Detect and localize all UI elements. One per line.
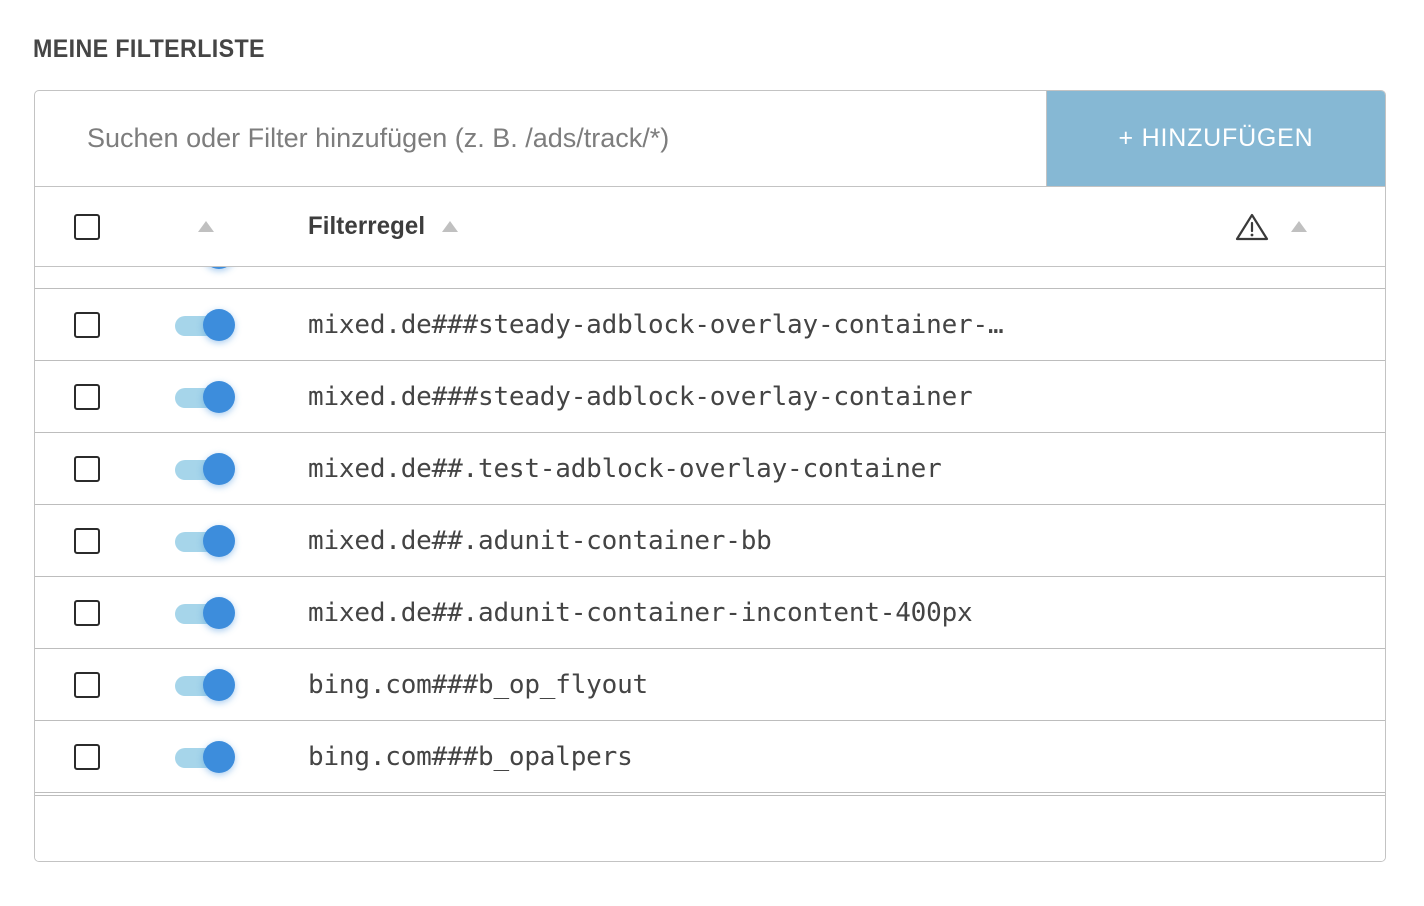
table-row[interactable]: mixed.de###steady-adblock-overlay-contai… bbox=[35, 289, 1385, 361]
row-toggle-cell bbox=[139, 380, 273, 413]
row-toggle-cell bbox=[139, 668, 273, 701]
row-select-cell bbox=[35, 527, 139, 554]
row-select-cell bbox=[35, 671, 139, 698]
row-rule-cell: mixed.de###steady-adblock-overlay-contai… bbox=[273, 382, 1225, 412]
row-rule-cell: bing.com###b_opalpers bbox=[273, 742, 1225, 772]
page-title: MEINE FILTERLISTE bbox=[33, 35, 265, 63]
toggle-sort-ascending-icon[interactable] bbox=[198, 221, 214, 232]
search-input[interactable] bbox=[87, 123, 1046, 154]
search-bar-row: + HINZUFÜGEN bbox=[35, 91, 1385, 187]
row-enable-toggle[interactable] bbox=[175, 740, 237, 773]
row-checkbox[interactable] bbox=[74, 599, 100, 626]
toggle-knob bbox=[203, 596, 235, 629]
rule-text: bing.com###b_op_flyout bbox=[308, 669, 648, 700]
search-input-container[interactable] bbox=[35, 91, 1047, 186]
rule-column-label: Filterregel bbox=[308, 212, 426, 240]
table-row-partial[interactable] bbox=[35, 267, 1385, 289]
row-checkbox[interactable] bbox=[74, 527, 100, 554]
row-enable-toggle[interactable] bbox=[175, 668, 237, 701]
filter-rows-scroll-area[interactable]: mixed.de###steady-adblock-overlay-contai… bbox=[35, 267, 1385, 795]
add-filter-button[interactable]: + HINZUFÜGEN bbox=[1047, 91, 1385, 186]
rule-text: mixed.de##.adunit-container-incontent-40… bbox=[308, 597, 973, 628]
table-row[interactable]: mixed.de##.adunit-container-bb bbox=[35, 505, 1385, 577]
table-row[interactable]: bing.com###b_opalpers bbox=[35, 721, 1385, 793]
table-header-row: Filterregel bbox=[35, 187, 1385, 267]
toggle-knob bbox=[203, 267, 235, 269]
table-row[interactable]: mixed.de###steady-adblock-overlay-contai… bbox=[35, 361, 1385, 433]
rule-text: bing.com###b_opalpers bbox=[308, 741, 633, 772]
row-enable-toggle[interactable] bbox=[175, 380, 237, 413]
row-toggle-cell bbox=[139, 740, 273, 773]
row-checkbox[interactable] bbox=[74, 383, 100, 410]
toggle-column-header bbox=[139, 221, 273, 232]
row-checkbox[interactable] bbox=[74, 455, 100, 482]
row-select-cell bbox=[35, 311, 139, 338]
row-toggle-cell bbox=[139, 452, 273, 485]
row-enable-toggle[interactable] bbox=[175, 524, 237, 557]
row-enable-toggle[interactable] bbox=[175, 308, 237, 341]
toggle-knob bbox=[203, 308, 235, 341]
rule-text: mixed.de###steady-adblock-overlay-contai… bbox=[308, 309, 1004, 340]
rule-sort-ascending-icon[interactable] bbox=[441, 221, 458, 232]
warning-triangle-icon bbox=[1235, 212, 1269, 242]
warning-column-header bbox=[1225, 212, 1385, 242]
row-rule-cell: mixed.de##.adunit-container-bb bbox=[273, 526, 1225, 556]
row-rule-cell: mixed.de###steady-adblock-overlay-contai… bbox=[273, 310, 1225, 340]
row-rule-cell: mixed.de##.adunit-container-incontent-40… bbox=[273, 598, 1225, 628]
rule-text: mixed.de##.adunit-container-bb bbox=[308, 525, 772, 556]
row-checkbox[interactable] bbox=[74, 311, 100, 338]
row-checkbox[interactable] bbox=[74, 743, 100, 770]
row-select-cell bbox=[35, 743, 139, 770]
select-all-cell bbox=[35, 213, 139, 240]
table-row[interactable]: mixed.de##.adunit-container-incontent-40… bbox=[35, 577, 1385, 649]
row-enable-toggle[interactable] bbox=[175, 596, 237, 629]
toggle-knob bbox=[203, 524, 235, 557]
row-checkbox[interactable] bbox=[74, 671, 100, 698]
rule-text: mixed.de###steady-adblock-overlay-contai… bbox=[308, 381, 973, 412]
table-row[interactable]: bing.com###b_op_flyout bbox=[35, 649, 1385, 721]
table-row[interactable]: mixed.de##.test-adblock-overlay-containe… bbox=[35, 433, 1385, 505]
row-rule-cell: bing.com###b_op_flyout bbox=[273, 670, 1225, 700]
row-toggle-cell bbox=[139, 524, 273, 557]
row-toggle-cell bbox=[139, 308, 273, 341]
table-footer-row bbox=[35, 795, 1385, 861]
row-toggle-cell bbox=[139, 596, 273, 629]
filter-list-card: + HINZUFÜGEN Filterregel bbox=[34, 90, 1386, 862]
row-select-cell bbox=[35, 599, 139, 626]
toggle-knob bbox=[203, 668, 235, 701]
row-select-cell bbox=[35, 383, 139, 410]
row-enable-toggle[interactable] bbox=[175, 452, 237, 485]
toggle-knob bbox=[203, 380, 235, 413]
rule-text: mixed.de##.test-adblock-overlay-containe… bbox=[308, 453, 942, 484]
warning-sort-ascending-icon[interactable] bbox=[1291, 221, 1307, 232]
toggle-knob bbox=[203, 452, 235, 485]
rule-column-header: Filterregel bbox=[273, 212, 1225, 241]
toggle-knob bbox=[203, 740, 235, 773]
select-all-checkbox[interactable] bbox=[74, 213, 100, 240]
filter-rows-list: mixed.de###steady-adblock-overlay-contai… bbox=[35, 267, 1385, 793]
row-rule-cell: mixed.de##.test-adblock-overlay-containe… bbox=[273, 454, 1225, 484]
row-select-cell bbox=[35, 455, 139, 482]
